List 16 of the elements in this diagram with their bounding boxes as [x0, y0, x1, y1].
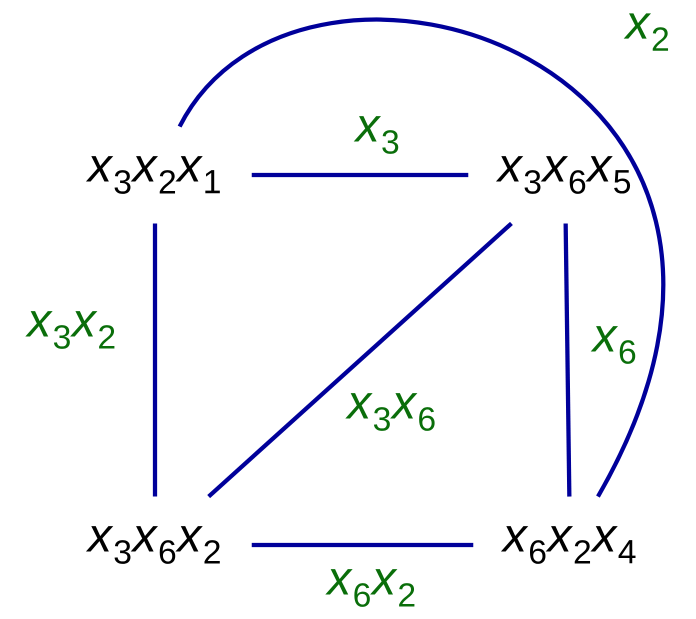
connector-line	[152, 223, 158, 497]
connector-line	[178, 18, 665, 498]
edge-label: x$_{2}$	[624, 12, 672, 52]
edge-label: x$_{3}$	[354, 114, 402, 156]
edge-label: x$_{3}$x$_{2}$	[25, 310, 118, 350]
node-label: x$_{3}$x$_{6}$x$_{2}$	[86, 526, 220, 564]
node-label: x$_{3}$x$_{6}$x$_{5}$	[496, 156, 630, 194]
connector-line	[252, 172, 468, 178]
edge-label: x$_{6}$x$_{2}$	[325, 568, 418, 608]
connector-line	[207, 222, 513, 498]
edge-label: x$_{6}$	[590, 324, 639, 366]
connector-line	[252, 542, 474, 548]
node-label: x$_{3}$x$_{2}$x$_{1}$	[86, 156, 220, 194]
node-label: x$_{6}$x$_{2}$x$_{4}$	[500, 526, 636, 564]
edge-label: x$_{3}$x$_{6}$	[345, 392, 438, 432]
connector-line	[564, 223, 572, 497]
